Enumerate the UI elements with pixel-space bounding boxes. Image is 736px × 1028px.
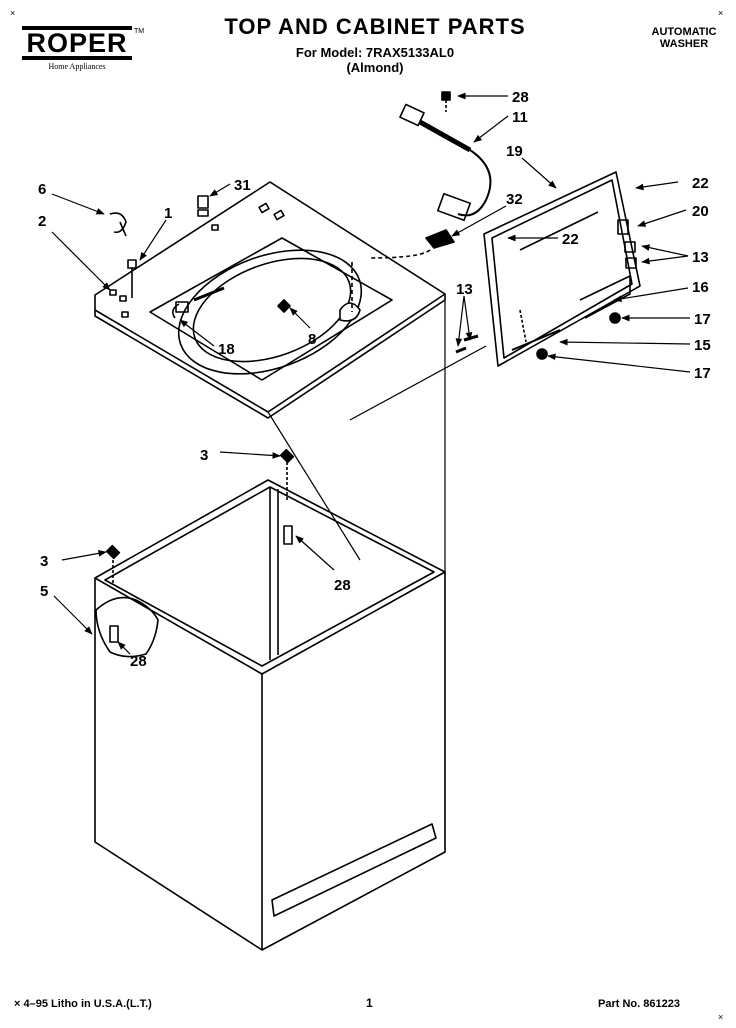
callout-2-top: 2 [38, 213, 46, 230]
page-title: TOP AND CABINET PARTS [224, 14, 526, 39]
category-line-2: WASHER [659, 38, 709, 50]
callout-1: 1 [164, 205, 172, 222]
corner-mark-right: × [718, 8, 724, 18]
top-small-parts [109, 195, 291, 319]
brand-tm: TM [134, 28, 145, 35]
washer-cabinet [94, 448, 446, 951]
callout-28-cabinet-screw: 28 [334, 577, 351, 594]
color-line: (Almond) [346, 60, 404, 75]
brand-tagline: Home Appliances [48, 62, 106, 71]
callout-17-grommet: 17 [694, 311, 711, 328]
brand-name: ROPER [22, 26, 132, 60]
callout-22-bumper-lid: 22 [562, 231, 579, 248]
callout-18: 18 [218, 341, 235, 358]
lid-switch-harness [351, 91, 492, 312]
model-info: For Model: 7RAX5133AL0 (Almond) [240, 45, 510, 75]
callout-8: 8 [308, 331, 316, 348]
callout-20: 20 [692, 203, 709, 220]
appliance-category: AUTOMATIC WASHER [636, 26, 732, 50]
callout-31: 31 [234, 177, 251, 194]
callout-3-clip-right: 3 [200, 447, 208, 464]
corner-mark-bottom-right: × [718, 1012, 724, 1022]
washer-top-panel [94, 181, 446, 419]
callout-6-clip: 6 [38, 181, 46, 198]
callout-28-screw: 28 [512, 89, 529, 106]
callout-22-bumper: 22 [692, 175, 709, 192]
callout-16-hinge: 16 [692, 279, 709, 296]
callout-5-cabinet: 5 [40, 583, 48, 600]
page-number: 1 [366, 996, 373, 1010]
leader-lines [51, 92, 691, 655]
callout-13-hinge-screw: 13 [692, 249, 709, 266]
model-line: For Model: 7RAX5133AL0 [295, 45, 455, 60]
category-line-1: AUTOMATIC [651, 26, 717, 38]
guide-line [267, 411, 361, 561]
callout-15-hinge-rod: 15 [694, 337, 711, 354]
washer-lid [455, 171, 641, 367]
corner-mark-left: × [10, 8, 16, 18]
litho-info: × 4–95 Litho in U.S.A.(L.T.) [14, 998, 152, 1010]
brand-logo: ROPER TM Home Appliances [22, 26, 144, 71]
callout-32: 32 [506, 191, 523, 208]
part-number: Part No. 861223 [598, 998, 680, 1010]
callout-13-hinge-screw-left: 13 [456, 281, 473, 298]
callout-17-grommet-lower: 17 [694, 365, 711, 382]
callout-19-lid: 19 [506, 143, 523, 160]
callout-3-clip-left: 3 [40, 553, 48, 570]
callout-28-inner-screw: 28 [130, 653, 147, 670]
callout-11-harness: 11 [512, 109, 528, 126]
